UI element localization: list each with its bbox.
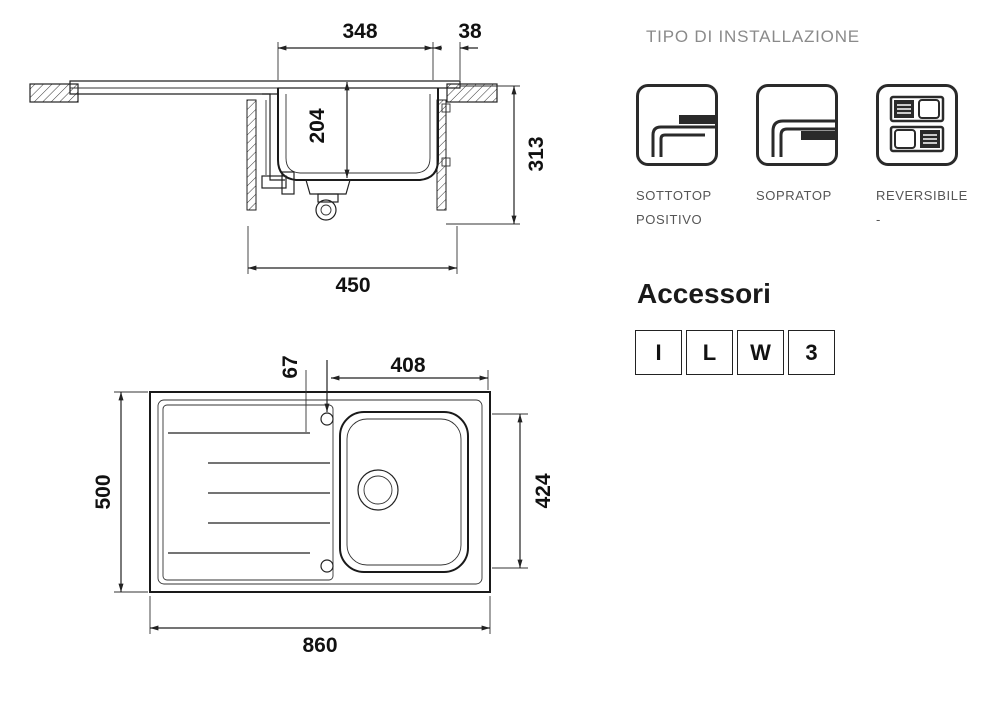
bowl-top [339, 411, 469, 573]
dim-204: 204 [306, 108, 329, 143]
dim-67: 67 [279, 355, 302, 378]
install-label-line1: REVERSIBILE [876, 188, 968, 203]
accessory-code[interactable]: W [737, 330, 784, 375]
cabinet-wall-left [246, 99, 257, 211]
dim-500: 500 [92, 474, 115, 509]
undermount-positive-icon [636, 84, 718, 166]
dim-450: 450 [335, 274, 370, 297]
sink-flange [69, 80, 461, 95]
side-view: 348 38 204 313 450 [29, 20, 548, 297]
countertop-left [29, 83, 79, 103]
tap-hole [320, 412, 334, 426]
accessory-code[interactable]: 3 [788, 330, 835, 375]
dim-424: 424 [532, 473, 555, 508]
dim-408: 408 [390, 354, 425, 377]
dim-348: 348 [342, 20, 377, 43]
install-type-undermount: SOTTOTOP POSITIVO [636, 84, 756, 232]
accessories-title: Accessori [637, 278, 771, 309]
install-label-line2: POSITIVO [636, 212, 703, 227]
dim-860: 860 [302, 634, 337, 657]
top-view: 67 408 500 424 860 [92, 354, 555, 657]
countertop-right [446, 83, 498, 103]
install-type-reversible: REVERSIBILE - [876, 84, 996, 232]
drain [305, 179, 351, 195]
dim-38: 38 [458, 20, 482, 43]
overmount-icon [756, 84, 838, 166]
install-label-line1: SOTTOTOP [636, 188, 712, 203]
tap-hole [320, 559, 334, 573]
install-type-overmount: SOPRATOP [756, 84, 876, 208]
install-label-line2: - [876, 212, 881, 227]
drain-top [357, 469, 399, 511]
accessory-code[interactable]: I [635, 330, 682, 375]
install-label-line1: SOPRATOP [756, 188, 832, 203]
accessories-list: I L W 3 [635, 330, 835, 375]
dim-313: 313 [525, 136, 548, 171]
installation-title: TIPO DI INSTALLAZIONE [646, 27, 860, 46]
bowl-profile [277, 88, 439, 181]
accessory-code[interactable]: L [686, 330, 733, 375]
reversible-icon [876, 84, 958, 166]
sink-outline [149, 391, 491, 593]
